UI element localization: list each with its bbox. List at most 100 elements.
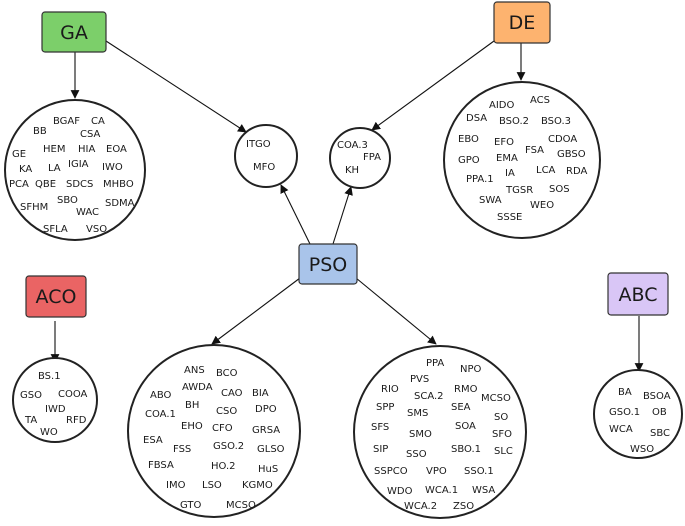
ga-item: GE [12, 149, 26, 160]
pso-item: RIO [381, 384, 399, 395]
ga-item: WAC [76, 207, 99, 218]
edge-pso-to-left-cluster [211, 277, 301, 345]
shared-item: MFO [253, 162, 275, 173]
pso-item: SMS [407, 408, 428, 419]
shared-item: FPA [363, 152, 381, 163]
abc-box[interactable]: ABC [607, 272, 669, 316]
abc-item: BSOA [643, 391, 671, 402]
pso-item: HO.2 [211, 461, 236, 472]
de-item: BSO.3 [541, 116, 571, 127]
de-item: IA [505, 168, 515, 179]
de-item: BSO.2 [499, 116, 529, 127]
pso-item: ESA [143, 435, 163, 446]
edge-pso-to-itgo-cluster [280, 184, 311, 245]
ga-item: BB [33, 126, 47, 137]
de-cluster-items: AIDO ACS DSA BSO.2 BSO.3 EBO EFO CDOA FS… [458, 95, 587, 223]
abc-item: WCA [609, 424, 633, 435]
abc-cluster-items: BA BSOA GSO.1 OB WCA SBC WSO [609, 387, 671, 455]
aco-item: GSO [20, 390, 42, 401]
aco-item: RFD [66, 415, 87, 426]
ga-item: SFHM [20, 202, 48, 213]
aco-item: BS.1 [38, 371, 61, 382]
pso-item: SBO.1 [451, 444, 481, 455]
pso-item: SO [494, 412, 508, 423]
de-item: DSA [466, 113, 487, 124]
de-item: SWA [479, 195, 502, 206]
pso-item: CSO [216, 406, 237, 417]
pso-item: LSO [202, 480, 222, 491]
pso-item: ZSO [453, 501, 474, 512]
aco-item: IWD [45, 404, 66, 415]
pso-item: SCA.2 [414, 391, 444, 402]
de-item: CDOA [548, 134, 577, 145]
pso-box[interactable]: PSO [298, 243, 358, 285]
pso-item: WSA [472, 485, 495, 496]
aco-box-rect [25, 275, 87, 318]
aco-item: TA [24, 415, 37, 426]
de-item: SOS [549, 184, 570, 195]
de-cluster-circle [443, 81, 601, 239]
pso-right-cluster-items: PPA NPO PVS RIO RMO SCA.2 MCSO SPP SEA S… [371, 358, 513, 512]
ga-item: LA [48, 163, 61, 174]
de-item: ACS [530, 95, 550, 106]
abc-item: SBC [650, 428, 670, 439]
shared-item: KH [345, 165, 359, 176]
pso-item: WCA.2 [404, 501, 437, 512]
aco-box-label: ACO [36, 286, 77, 308]
de-item: FSA [525, 145, 544, 156]
de-pso-shared-items: COA.3 FPA KH [337, 140, 381, 176]
aco-box[interactable]: ACO [25, 275, 87, 318]
ga-item: CA [91, 116, 105, 127]
abc-cluster-circle [593, 369, 683, 459]
pso-item: KGMO [242, 480, 273, 491]
pso-box-rect [298, 243, 358, 285]
pso-item: ABO [150, 390, 172, 401]
pso-item: ANS [184, 365, 205, 376]
ga-item: CSA [80, 129, 101, 140]
clusters [4, 81, 683, 519]
ga-item: IWO [102, 162, 123, 173]
ga-item: PCA [9, 179, 29, 190]
de-item: RDA [566, 166, 587, 177]
pso-item: RMO [454, 384, 478, 395]
de-item: WEO [530, 200, 554, 211]
pso-box-label: PSO [309, 254, 347, 276]
pso-item: SSO [406, 449, 427, 460]
pso-item: GLSO [257, 444, 285, 455]
ga-box-rect [41, 11, 107, 53]
ga-item: VSO [86, 224, 107, 235]
de-pso-shared-circle [329, 127, 391, 189]
pso-item: NPO [460, 364, 482, 375]
edge-pso-to-coa-cluster [332, 186, 353, 245]
pso-left-cluster-circle [127, 344, 301, 518]
shared-item: COA.3 [337, 140, 368, 151]
pso-item: SPP [376, 402, 394, 413]
de-item: EBO [458, 134, 479, 145]
pso-item: CAO [221, 388, 243, 399]
pso-item: WCA.1 [425, 485, 458, 496]
de-box[interactable]: DE [493, 1, 551, 44]
ga-box[interactable]: GA [41, 11, 107, 53]
pso-item: WDO [387, 486, 413, 497]
de-item: GBSO [557, 149, 586, 160]
de-item: LCA [536, 165, 556, 176]
pso-item: DPO [255, 404, 277, 415]
aco-cluster-circle [12, 357, 98, 443]
abc-item: OB [652, 407, 667, 418]
abc-item: GSO.1 [609, 407, 640, 418]
pso-item: GSO.2 [213, 441, 244, 452]
pso-item: BIA [252, 388, 269, 399]
edge-ga-to-itgo-cluster [105, 40, 247, 133]
pso-item: HuS [258, 464, 278, 475]
de-box-rect [493, 1, 551, 44]
pso-item: SFS [371, 422, 389, 433]
aco-item: COOA [58, 389, 88, 400]
pso-left-cluster-items: ANS BCO ABO AWDA BIA CAO BH COA.1 CSO DP… [143, 365, 285, 511]
de-item: SSSE [497, 212, 522, 223]
ga-item: SDCS [66, 179, 93, 190]
pso-item: VPO [426, 466, 447, 477]
ga-item: IGIA [68, 159, 89, 170]
ga-item: SFLA [43, 224, 68, 235]
pso-item: SIP [373, 444, 388, 455]
pso-item: MCSO [481, 393, 511, 404]
